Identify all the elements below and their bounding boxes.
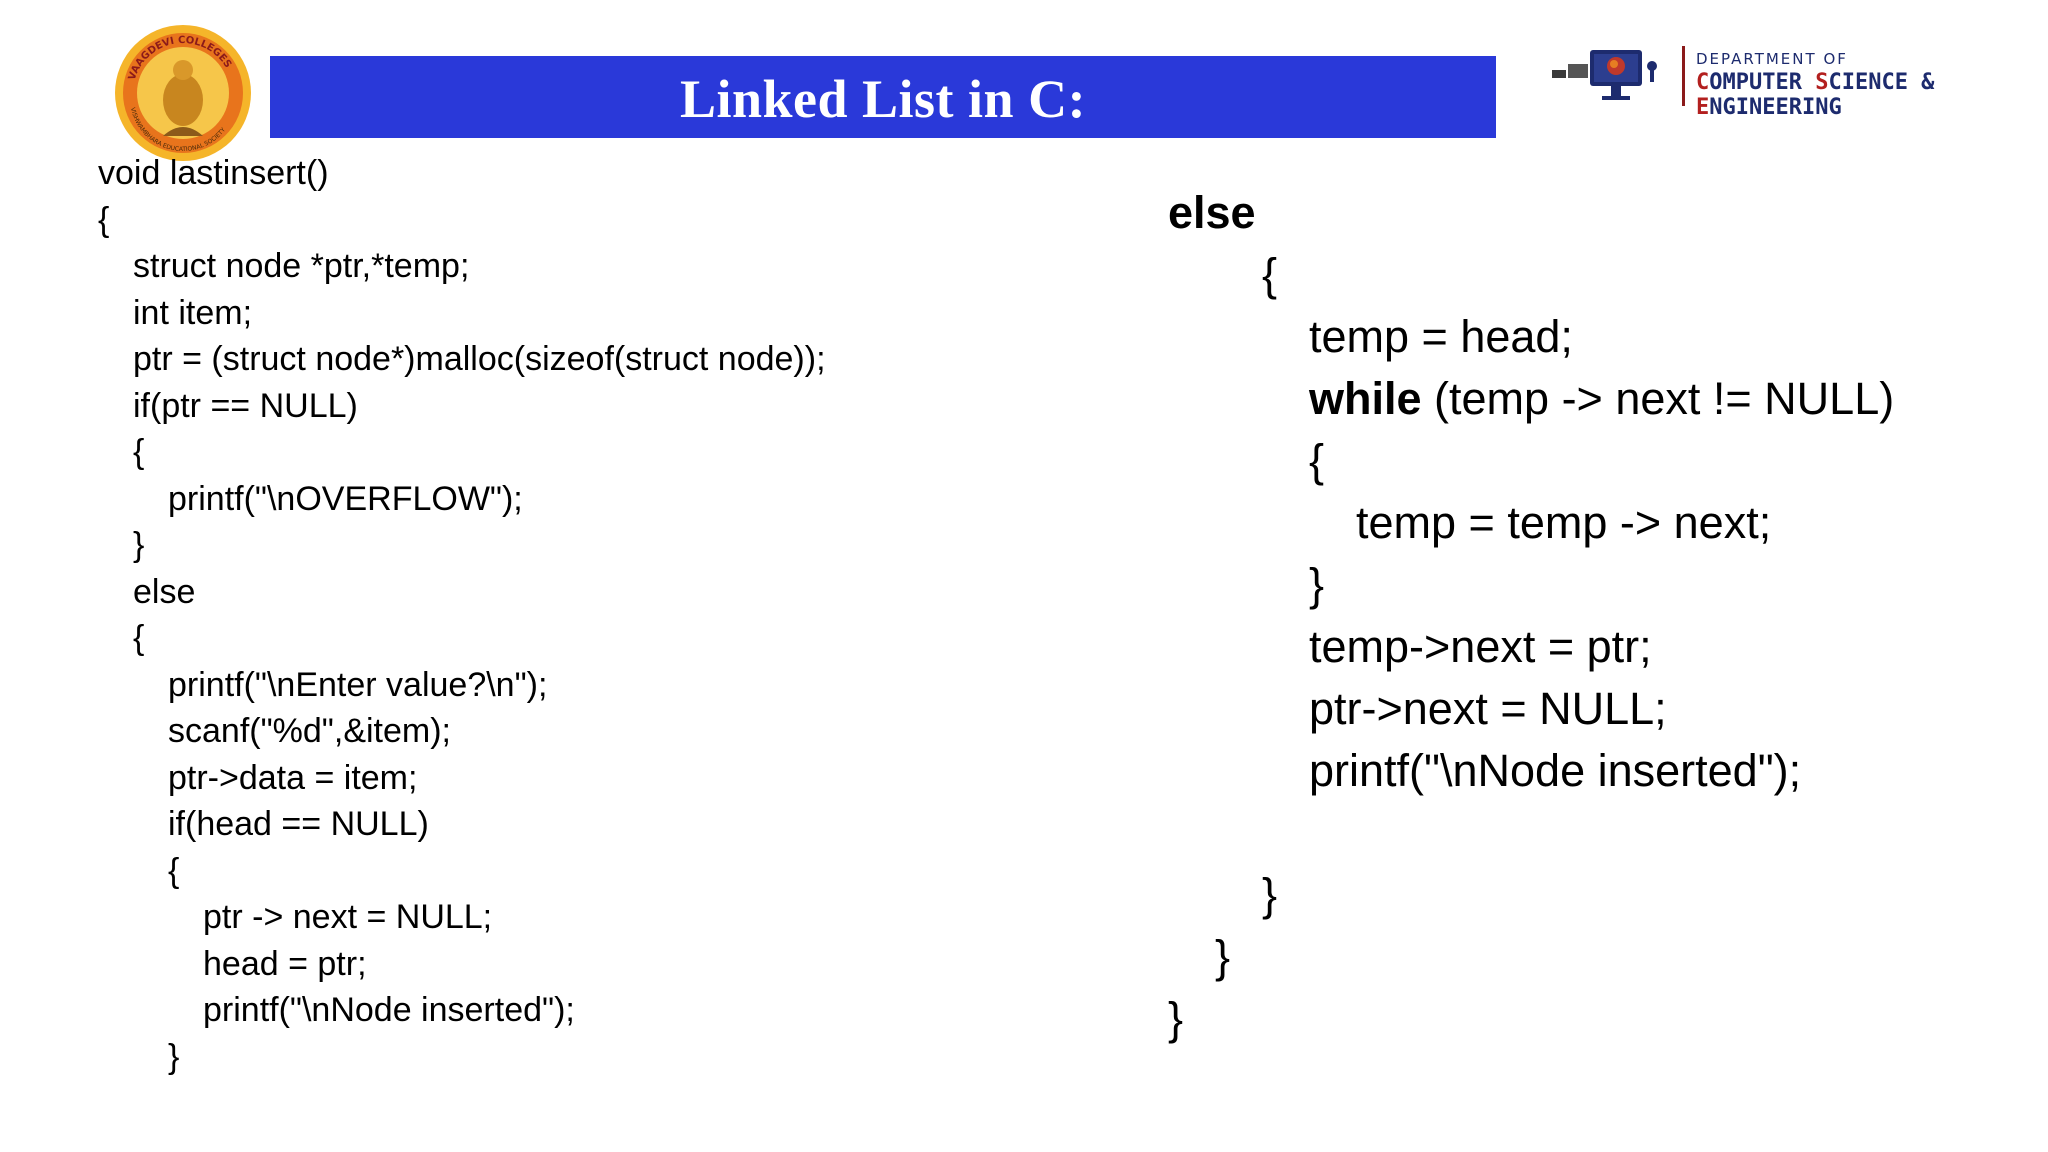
code-text: }: [133, 526, 145, 564]
department-name: COMPUTER SCIENCE & ENGINEERING: [1696, 70, 1935, 120]
page-title: Linked List in C:: [679, 69, 1087, 129]
code-line: ptr->data = item;: [98, 755, 826, 802]
code-text: }: [1309, 559, 1325, 610]
code-text: temp->next = ptr;: [1309, 621, 1652, 672]
code-text: printf("\nOVERFLOW");: [168, 479, 523, 518]
code-line: if(head == NULL): [98, 801, 826, 848]
department-divider: [1682, 46, 1685, 106]
code-text: }: [1168, 993, 1184, 1044]
code-line: printf("\nNode inserted");: [1168, 740, 1894, 802]
code-line: }: [1168, 864, 1894, 926]
code-line: }: [98, 522, 826, 569]
code-text: struct node *ptr,*temp;: [133, 247, 470, 285]
code-text: else: [133, 572, 196, 611]
code-text: }: [168, 1037, 180, 1076]
code-text: head = ptr;: [203, 944, 367, 983]
code-text: ptr->next = NULL;: [1309, 683, 1667, 734]
code-line: ptr->next = NULL;: [1168, 678, 1894, 740]
code-text: ptr = (struct node*)malloc(sizeof(struct…: [133, 340, 826, 378]
code-line: }: [98, 1034, 826, 1081]
code-text: {: [98, 200, 110, 239]
code-line: else: [1168, 182, 1894, 244]
code-text: scanf("%d",&item);: [168, 712, 451, 750]
computer-monitor-icon: [1552, 50, 1657, 100]
code-line: {: [98, 848, 826, 895]
code-text: ptr -> next = NULL;: [203, 898, 493, 936]
code-line: }: [1168, 988, 1894, 1050]
code-line: while (temp -> next != NULL): [1168, 368, 1894, 430]
code-line: {: [1168, 430, 1894, 492]
code-line: ptr -> next = NULL;: [98, 894, 826, 941]
code-line: head = ptr;: [98, 941, 826, 988]
code-line: {: [1168, 244, 1894, 306]
college-seal-icon: VAAGDEVI COLLEGES VISHWAMBHARA EDUCATION…: [115, 25, 251, 161]
code-line: }: [1168, 554, 1894, 616]
code-line: }: [1168, 926, 1894, 988]
code-text: {: [133, 619, 145, 657]
code-line: if(ptr == NULL): [98, 383, 826, 430]
title-banner: Linked List in C:: [270, 56, 1496, 138]
code-text: {: [133, 433, 145, 471]
code-line: printf("\nNode inserted");: [98, 987, 826, 1034]
code-line: temp->next = ptr;: [1168, 616, 1894, 678]
department-label: DEPARTMENT OF: [1696, 50, 1848, 68]
code-line: printf("\nOVERFLOW");: [98, 476, 826, 523]
code-text: }: [1262, 869, 1278, 920]
code-line: struct node *ptr,*temp;: [98, 243, 826, 290]
code-text: temp = head;: [1309, 311, 1573, 362]
code-line: {: [98, 197, 826, 244]
code-line: {: [98, 429, 826, 476]
code-text: int item;: [133, 293, 253, 332]
code-line: {: [98, 615, 826, 662]
code-text: printf("\nNode inserted");: [203, 991, 575, 1029]
code-text: printf("\nNode inserted");: [1309, 745, 1802, 796]
code-text: (temp -> next != NULL): [1421, 373, 1895, 424]
code-keyword: while: [1309, 373, 1422, 424]
code-line: printf("\nEnter value?\n");: [98, 662, 826, 709]
code-line: temp = temp -> next;: [1168, 492, 1894, 554]
code-line: scanf("%d",&item);: [98, 708, 826, 755]
code-text: ptr->data = item;: [168, 758, 418, 797]
code-text: if(ptr == NULL): [133, 386, 358, 425]
code-text: printf("\nEnter value?\n");: [168, 665, 548, 704]
code-line: else: [98, 569, 826, 616]
code-text: {: [168, 851, 180, 890]
code-line: int item;: [98, 290, 826, 337]
code-block-right: else{temp = head;while (temp -> next != …: [1168, 182, 1894, 1050]
code-text: temp = temp -> next;: [1356, 497, 1772, 548]
code-text: if(head == NULL): [168, 805, 429, 843]
code-line: ptr = (struct node*)malloc(sizeof(struct…: [98, 336, 826, 383]
code-text: void lastinsert(): [98, 154, 329, 192]
code-line: void lastinsert(): [98, 150, 826, 197]
code-block-left: void lastinsert() { struct node *ptr,*temp…: [98, 150, 826, 1080]
code-text: {: [1309, 435, 1325, 486]
code-text: {: [1262, 249, 1278, 300]
code-line: [1168, 802, 1894, 864]
code-text: }: [1215, 931, 1231, 982]
code-text: else: [1168, 187, 1256, 238]
code-line: temp = head;: [1168, 306, 1894, 368]
